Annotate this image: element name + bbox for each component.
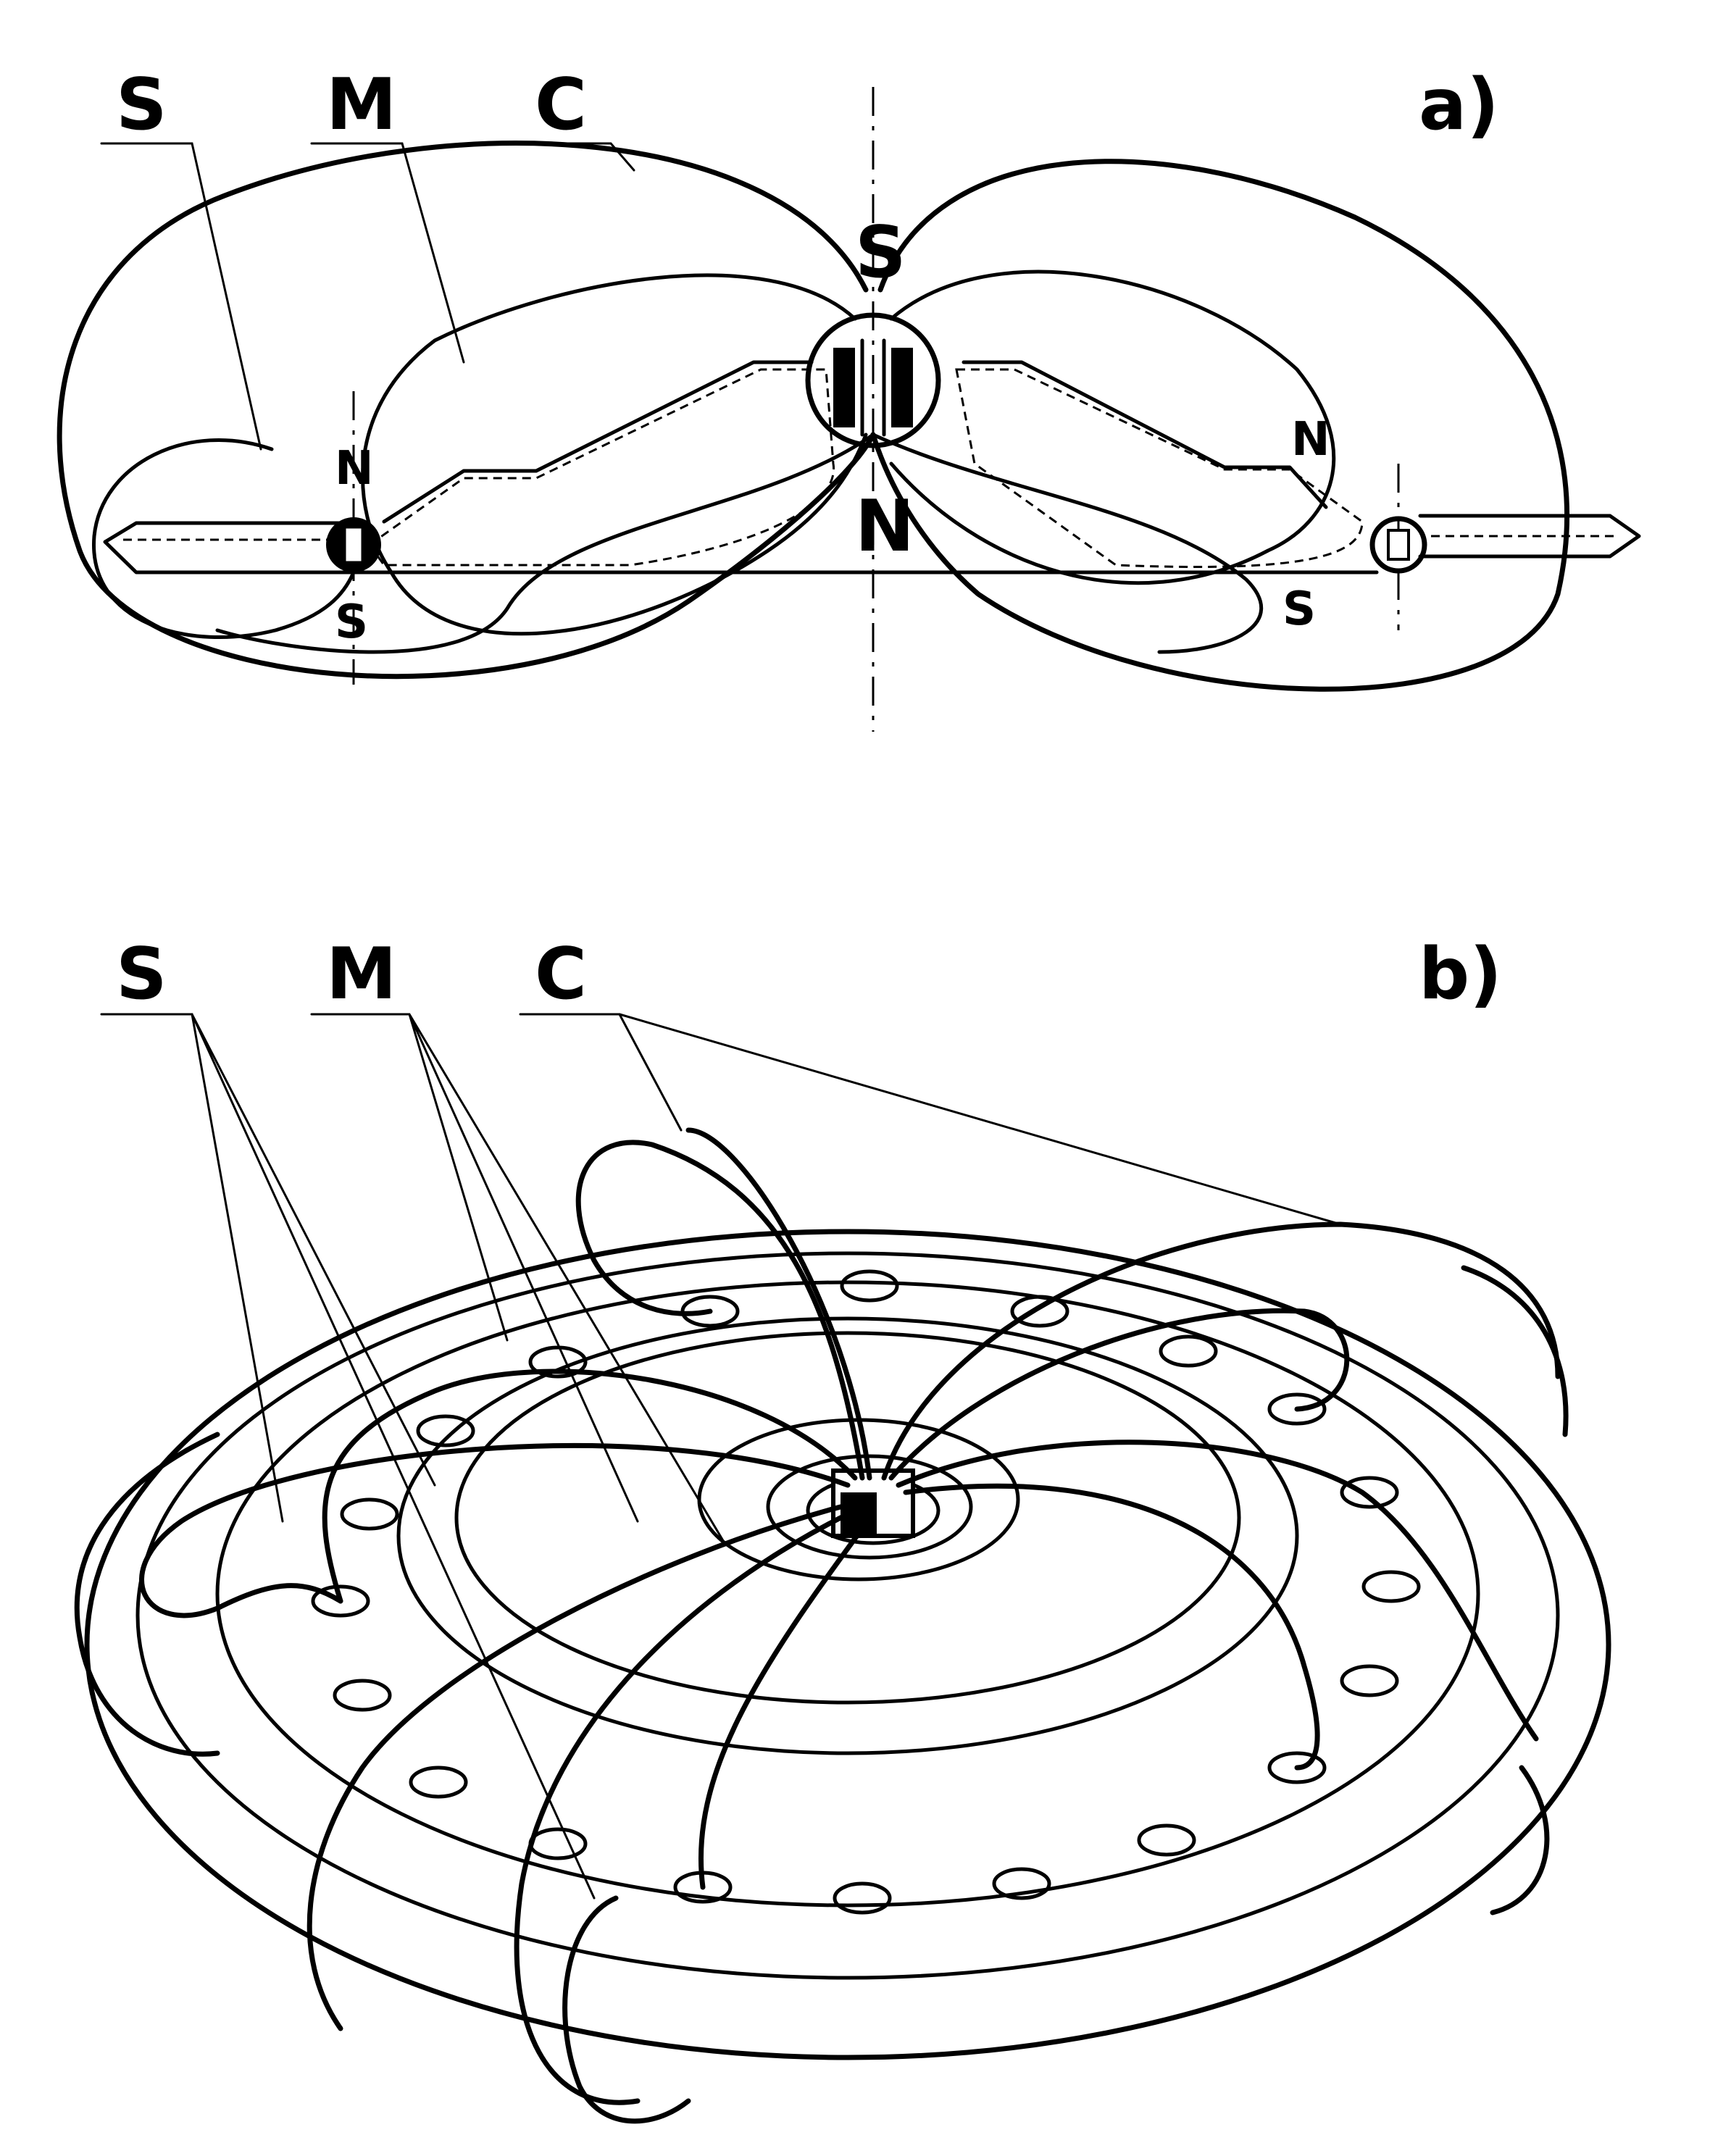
panel-a-label: a)	[1419, 64, 1499, 146]
outer-lobe-bottom	[562, 1895, 691, 2124]
hole	[333, 1679, 392, 1712]
panel-b-label: b)	[1419, 933, 1502, 1016]
hole	[340, 1497, 399, 1531]
hole	[833, 1881, 892, 1915]
plate-right-tip	[1418, 514, 1641, 559]
field-arc	[903, 1483, 1320, 1771]
hole	[1361, 1570, 1421, 1603]
field-arc	[139, 1443, 851, 1618]
hole	[311, 1584, 370, 1618]
left-inner-contour	[367, 368, 835, 567]
panel-a-callout-s: S	[116, 64, 167, 146]
hole	[528, 1827, 588, 1860]
hole	[528, 1345, 588, 1379]
small-loop-left	[92, 438, 356, 640]
field-arc	[306, 1504, 843, 2031]
field-line-low-right	[871, 433, 1264, 654]
field-line-mid-left	[361, 273, 868, 636]
outer-lobe-top-right	[1461, 1265, 1569, 1437]
left-profile-line	[382, 360, 814, 524]
field-arc	[881, 1221, 1561, 1481]
panel-b-callout-c: C	[535, 933, 587, 1016]
hole	[1010, 1295, 1069, 1328]
field-arc	[698, 1526, 865, 1890]
callout-leader-s	[100, 142, 262, 451]
central-magnet-sphere	[805, 312, 941, 448]
left-magnet-core	[343, 526, 364, 564]
field-arc	[575, 1140, 865, 1481]
pole-center-top: S	[855, 212, 906, 294]
disc-ring-1	[215, 1280, 1480, 1908]
field-line-mid-right	[889, 270, 1336, 585]
panel-a: a) S M C	[57, 64, 1641, 732]
disc-ring-3	[454, 1331, 1241, 1705]
disc-outer-rim	[84, 1229, 1611, 2060]
panel-a-callout-c: C	[535, 64, 587, 146]
plate-left-tip	[103, 521, 356, 574]
callout-leaders-c	[519, 1013, 1342, 1226]
panel-a-callout-m: M	[326, 64, 397, 146]
panel-b: b) S M C	[74, 933, 1611, 2124]
hub-ring-2	[766, 1454, 973, 1560]
field-arcs	[139, 1127, 1561, 2105]
pole-center-bottom: N	[855, 485, 914, 568]
pole-left-top: N	[335, 442, 374, 496]
panel-b-callout-m: M	[326, 933, 397, 1016]
right-inner-contour	[955, 368, 1364, 568]
outer-lobe-right	[1490, 1765, 1550, 1915]
field-line-outer-left	[57, 141, 876, 680]
disc-inner-rim	[135, 1251, 1560, 1980]
hole	[1267, 1751, 1327, 1784]
callout-leader-m	[310, 142, 465, 364]
hole	[416, 1414, 475, 1447]
field-arc	[888, 1308, 1350, 1481]
disc-ring-2	[396, 1316, 1299, 1755]
outer-lobe-left	[74, 1432, 220, 1757]
hole	[1159, 1334, 1218, 1368]
right-profile-line	[962, 360, 1328, 509]
field-arc	[896, 1440, 1539, 1742]
pole-right-bottom: S	[1282, 582, 1316, 636]
pole-right-top: N	[1291, 413, 1330, 467]
panel-b-callout-s: S	[116, 933, 167, 1016]
field-arc	[514, 1511, 851, 2105]
right-magnet	[1369, 516, 1427, 574]
central-magnet-pole-left	[833, 348, 855, 427]
hole	[1137, 1823, 1196, 1857]
field-line-outer-right	[870, 159, 1569, 692]
field-arc	[322, 1369, 858, 1604]
hole	[1340, 1476, 1399, 1509]
central-magnet-core	[860, 338, 886, 437]
hole	[409, 1766, 468, 1799]
hole-ring	[311, 1269, 1421, 1915]
field-arc	[685, 1127, 872, 1481]
pole-left-bottom: S	[335, 596, 368, 649]
hole	[840, 1269, 899, 1303]
right-magnet-core	[1387, 529, 1410, 561]
hole	[992, 1867, 1051, 1900]
central-magnet-pole-right	[891, 348, 913, 427]
hole	[1340, 1664, 1399, 1697]
field-line-low-left	[215, 433, 875, 654]
hole	[1267, 1392, 1327, 1426]
